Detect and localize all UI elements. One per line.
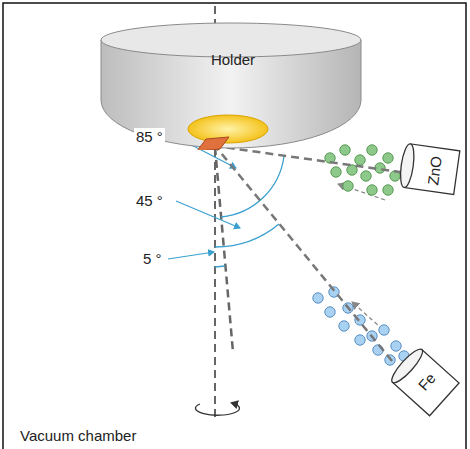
beam-line: [215, 146, 392, 361]
angle-label: 85 °: [134, 128, 165, 145]
angle-label: 5 °: [141, 250, 164, 267]
fe-particles: [313, 287, 409, 365]
zno-source: ZnO: [396, 136, 466, 202]
beam-line: [215, 146, 402, 172]
fe-source: Fe: [384, 340, 466, 424]
angle-label: 45 °: [134, 192, 165, 209]
angle-arcs: [215, 156, 284, 267]
normal-line: [215, 147, 233, 352]
holder-label: Holder: [211, 51, 255, 68]
rotation-arrow: [195, 403, 239, 415]
angle-leaders: [168, 137, 240, 259]
flux-arrows: [338, 184, 388, 334]
frame: [3, 3, 466, 449]
chamber-label: Vacuum chamber: [18, 427, 138, 444]
